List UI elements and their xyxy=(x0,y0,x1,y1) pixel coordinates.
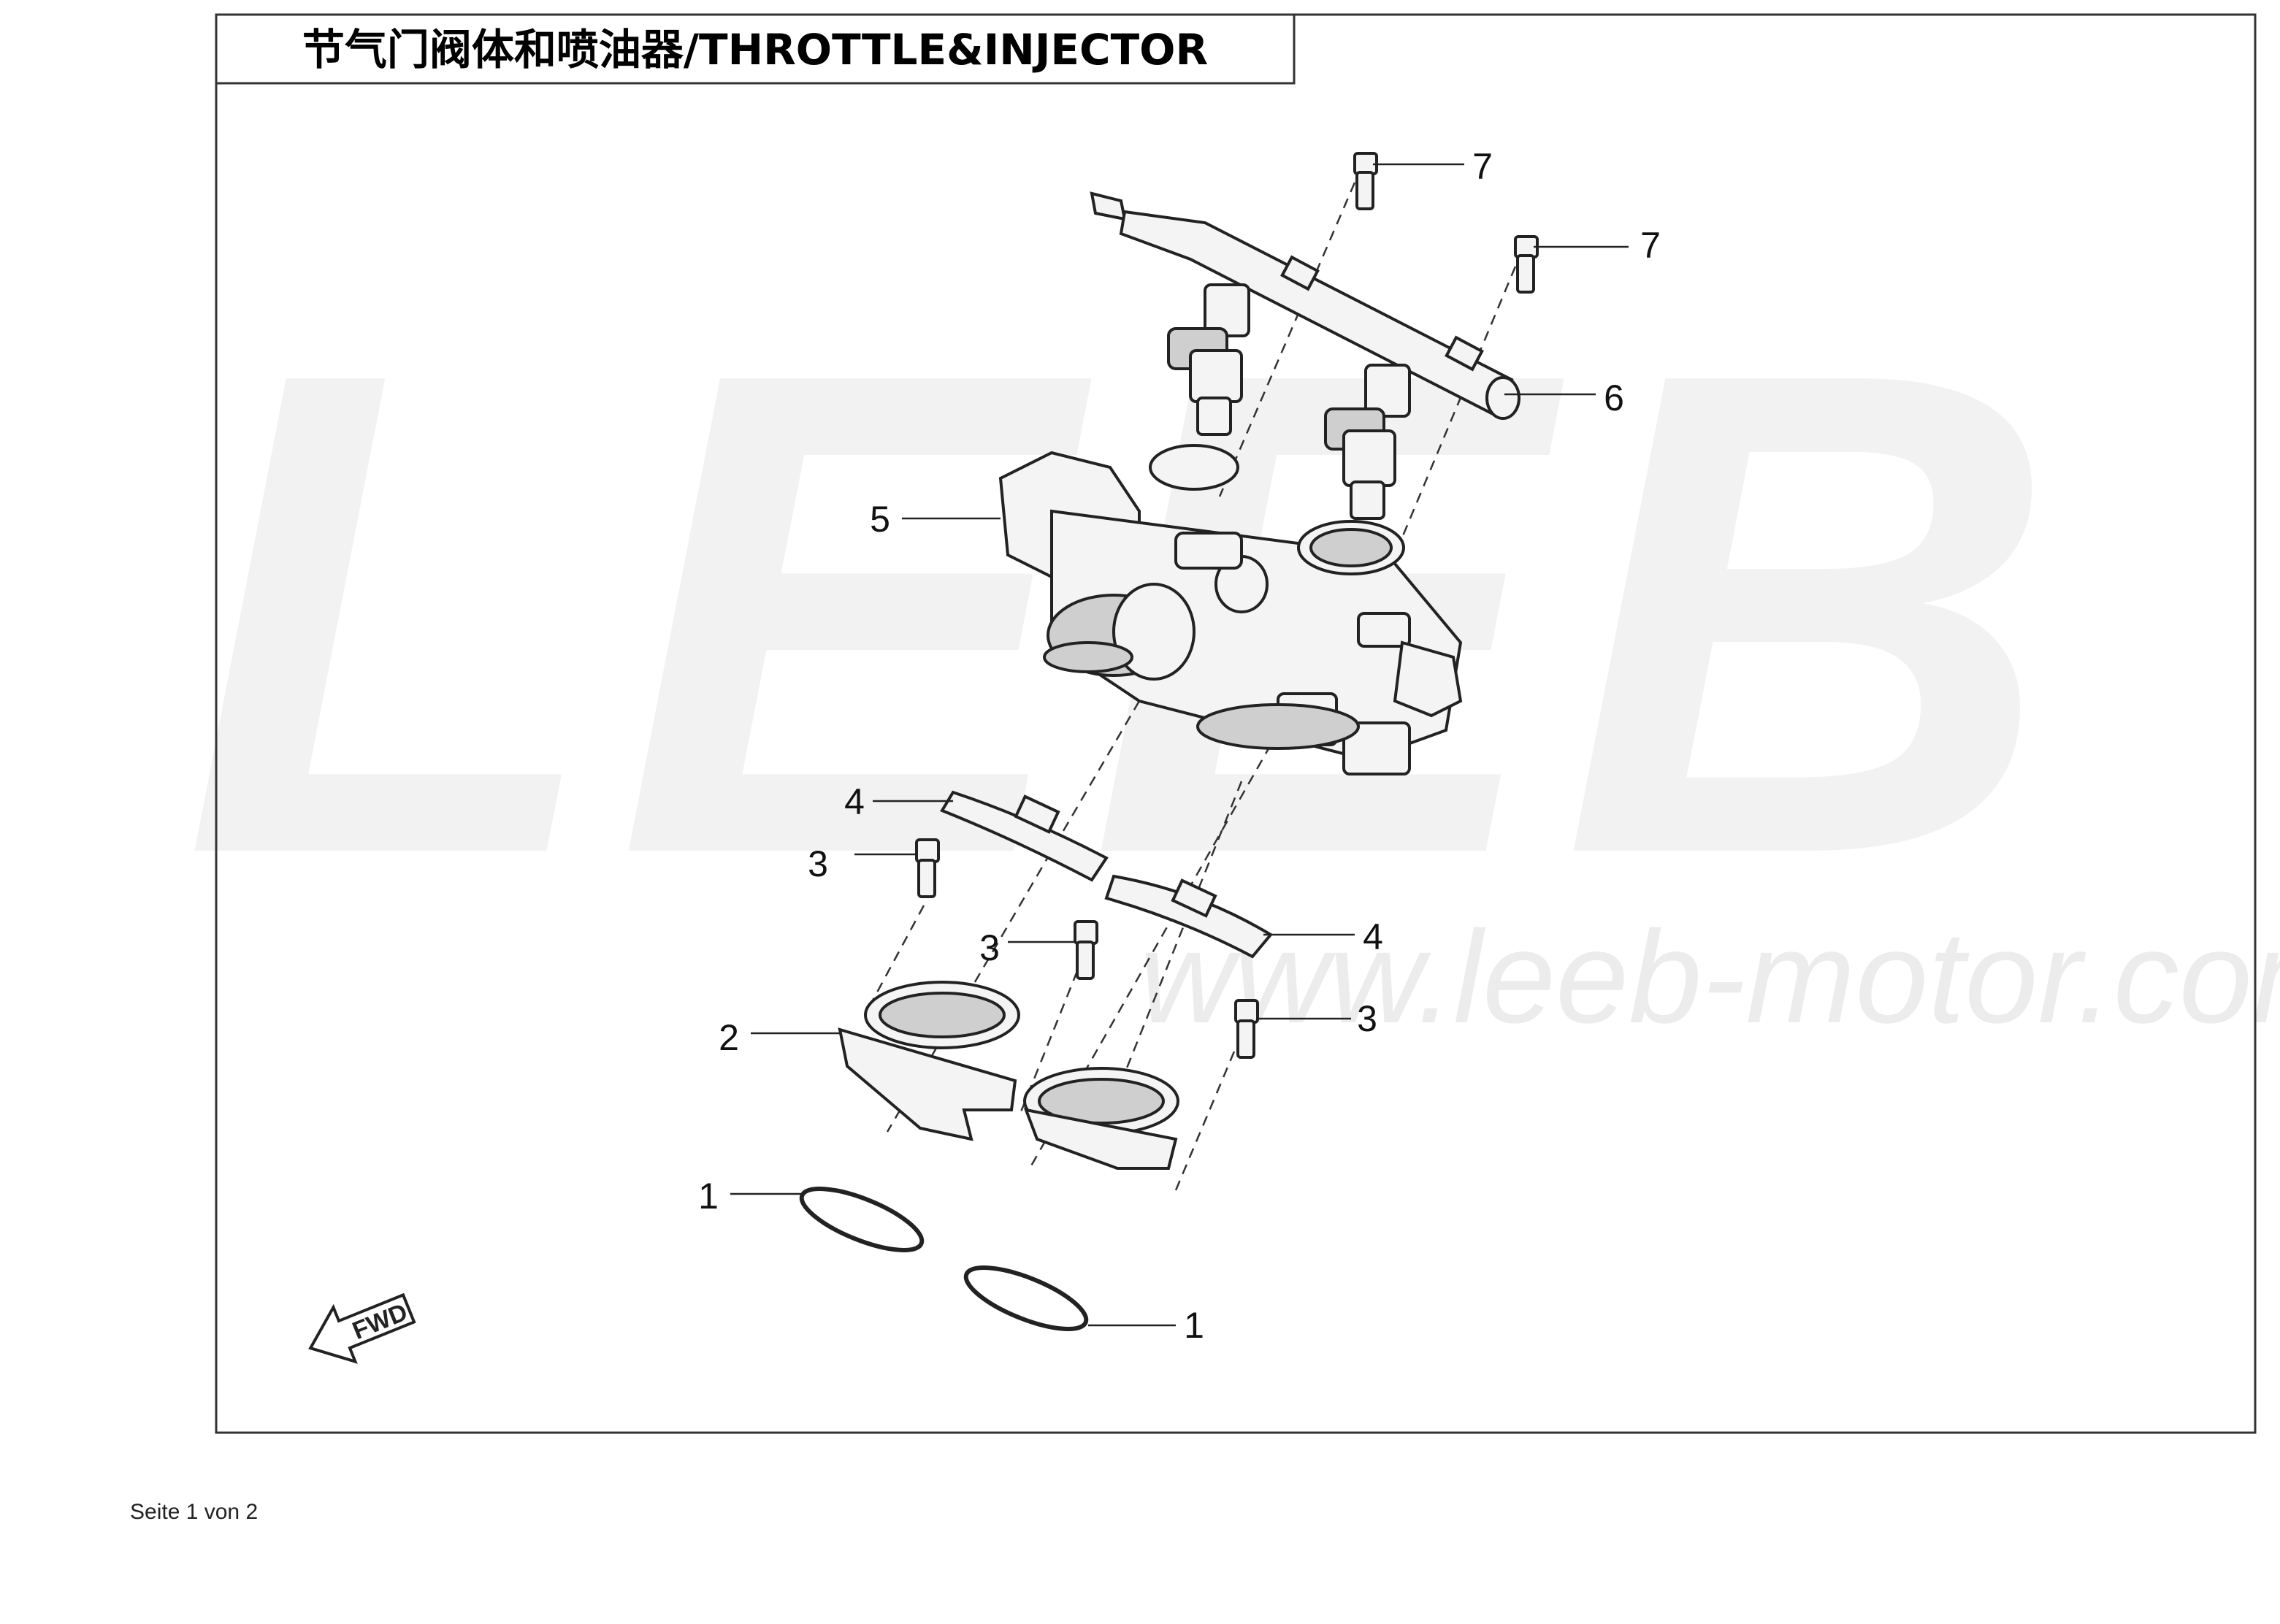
intake-manifold-right xyxy=(1023,1067,1179,1170)
callout-7-right: 7 xyxy=(1640,225,1661,266)
forward-arrow: FWD xyxy=(308,1292,416,1364)
bolt-upper-left xyxy=(915,838,940,898)
callout-4-lower: 4 xyxy=(1363,916,1383,957)
callout-6: 6 xyxy=(1604,378,1624,418)
callout-7-left: 7 xyxy=(1472,146,1493,187)
callout-2: 2 xyxy=(719,1017,739,1058)
callouts: 7 7 6 5 4 3 4 3 2 3 1 1 xyxy=(698,146,1661,1346)
fuel-rail xyxy=(1090,191,1520,420)
injector-right xyxy=(1324,364,1411,520)
leader-lines xyxy=(730,163,1629,1327)
title-box xyxy=(215,13,1296,85)
o-ring-lower xyxy=(963,1265,1089,1331)
injector-left xyxy=(1167,283,1250,436)
bolt-rail-left xyxy=(1353,152,1378,210)
clamp-lower xyxy=(1104,874,1274,959)
o-ring-upper xyxy=(799,1187,925,1252)
diagram-title: 节气门阀体和喷油器/THROTTLE&INJECTOR xyxy=(302,25,1208,74)
watermark-url: www.leeb-motor.com xyxy=(1139,904,2280,1051)
callout-1-upper: 1 xyxy=(698,1176,719,1217)
callout-3-middle: 3 xyxy=(979,927,1000,968)
page-number: Seite 1 von 2 xyxy=(130,1500,259,1524)
callout-5: 5 xyxy=(870,499,890,540)
bolt-middle xyxy=(1074,920,1098,980)
callout-3-upper: 3 xyxy=(808,843,828,884)
bolt-right xyxy=(1234,999,1259,1059)
callout-3-right: 3 xyxy=(1357,998,1377,1039)
clamp-upper xyxy=(940,790,1109,882)
intake-manifold-left xyxy=(838,981,1020,1141)
throttle-body xyxy=(998,444,1463,775)
callout-1-lower: 1 xyxy=(1184,1305,1204,1346)
callout-4-upper: 4 xyxy=(844,781,865,822)
bolt-rail-right xyxy=(1514,235,1539,294)
